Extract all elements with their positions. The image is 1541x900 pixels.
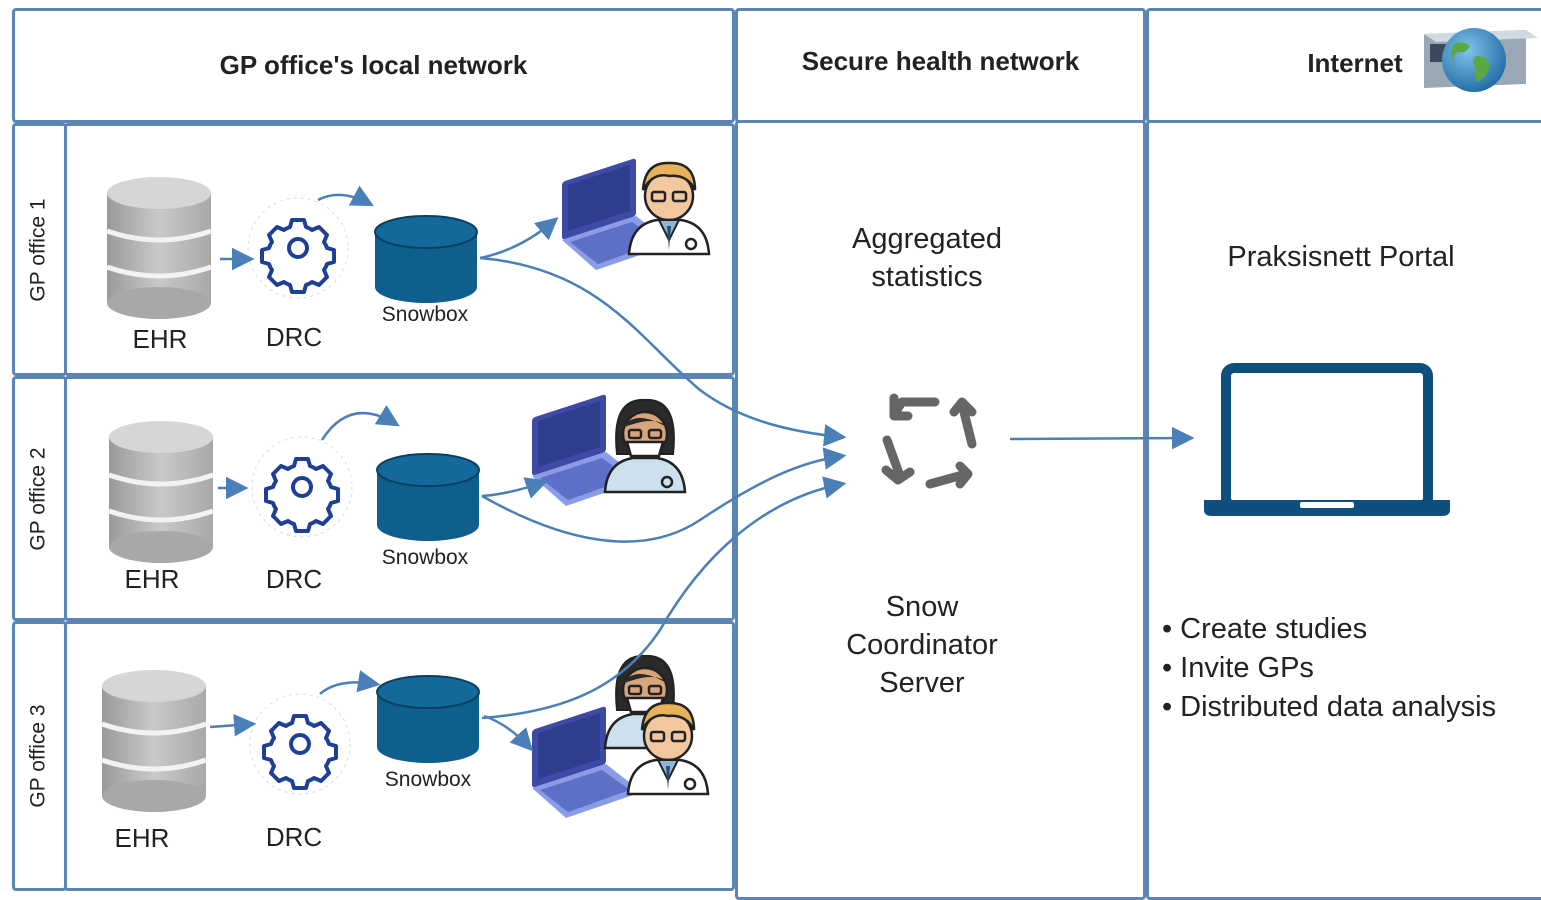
local-network-title: GP office's local network (219, 49, 528, 80)
sync-arrows-icon (881, 393, 977, 489)
aggregated-statistics-label: Aggregated statistics (852, 223, 1002, 293)
office-3-drc-to-snowbox-arrow (319, 670, 381, 695)
office-1-drc-label: DRC (265, 322, 323, 352)
office-2-snowbox-label: Snowbox (381, 546, 469, 569)
office-1-to-server-arrow (479, 256, 847, 447)
office-3-ehr-database-icon (102, 670, 206, 812)
portal-laptop-icon (1204, 363, 1450, 516)
local-network-header-box (12, 8, 735, 123)
secure-network-column (735, 120, 1146, 900)
office-1-drc-to-snowbox-arrow (317, 185, 374, 207)
secure-network-title: Secure health network (801, 45, 1080, 76)
office-2-drc-label: DRC (265, 564, 323, 594)
office-3-to-server-arrow (481, 476, 847, 720)
feature-item: Invite GPs (1162, 649, 1540, 688)
office-1-drc-gear-icon (246, 196, 350, 300)
office-1-ehr-database-icon (107, 177, 211, 319)
office-3-drc-label: DRC (265, 822, 323, 852)
office-2-to-server-arrow (481, 447, 847, 543)
office-1-doctor-icon (627, 161, 711, 256)
office-2-ehr-database-icon (109, 421, 213, 563)
office-2-snowbox-to-laptop-arrow (481, 477, 549, 499)
office-2-drc-to-snowbox-arrow (320, 405, 400, 441)
office-2-snowbox-icon (376, 453, 480, 542)
portal-feature-list: Create studies Invite GPs Distributed da… (1162, 610, 1540, 727)
office-3-drc-gear-icon (248, 692, 352, 796)
office-1-ehr-label: EHR (132, 324, 188, 354)
internet-title: Internet (1307, 47, 1403, 78)
feature-item: Distributed data analysis (1162, 688, 1540, 727)
office-3-ehr-to-drc-arrow (209, 714, 257, 737)
office-1-snowbox-to-laptop-arrow (479, 217, 559, 260)
office-3-side-box (12, 621, 67, 891)
office-3-snowbox-icon (376, 675, 480, 764)
internet-globe-icon (1424, 28, 1538, 92)
secure-network-header-box (735, 8, 1146, 123)
feature-item: Create studies (1162, 610, 1540, 649)
server-to-portal-arrow (1009, 426, 1195, 450)
office-1-snowbox-icon (374, 215, 478, 304)
office-1-snowbox-label: Snowbox (381, 303, 469, 326)
portal-title: Praksisnett Portal (1227, 241, 1455, 273)
office-3-snowbox-label: Snowbox (384, 768, 472, 791)
office-2-doctor-icon (603, 398, 687, 494)
office-3-ehr-label: EHR (114, 823, 170, 853)
office-2-drc-gear-icon (250, 435, 354, 539)
office-3-snowbox-to-laptop-arrow (483, 714, 534, 752)
office-2-ehr-label: EHR (124, 564, 180, 594)
snow-coordinator-server-label: Snow Coordinator Server (846, 591, 998, 699)
